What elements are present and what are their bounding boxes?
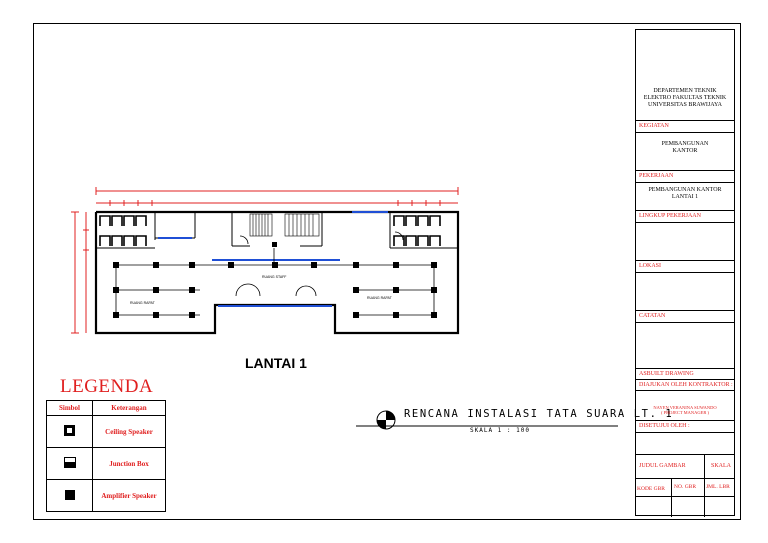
drawing-sheet-border	[33, 23, 741, 520]
catatan-label: CATATAN	[636, 310, 734, 322]
skala-label: SKALA	[710, 463, 731, 469]
pekerjaan-value: PEMBANGUNAN KANTOR LANTAI 1	[636, 182, 734, 210]
legend-table: Simbol Keterangan Ceiling Speaker Juncti…	[46, 400, 166, 512]
legend-item-label: Ceiling Speaker	[92, 415, 166, 448]
drawing-caption: RENCANA INSTALASI TATA SUARA LT. 1	[404, 408, 674, 420]
pekerjaan-label: PEKERJAAN	[636, 170, 734, 182]
title-block: DEPARTEMEN TEKNIK ELEKTRO FAKULTAS TEKNI…	[635, 29, 735, 517]
legend-item-label: Amplifier Speaker	[92, 479, 166, 512]
kegiatan-value: PEMBANGUNAN KANTOR	[636, 132, 734, 170]
institution-name: DEPARTEMEN TEKNIK ELEKTRO FAKULTAS TEKNI…	[643, 88, 727, 108]
legend-title: LEGENDA	[60, 376, 154, 397]
contractor-name: NAYEN VERANINA SUWANDO	[653, 405, 717, 410]
ceiling-speaker-icon	[64, 425, 75, 436]
judul-label: JUDUL GAMBAR	[639, 463, 686, 469]
jml-label: JML. LBR	[706, 484, 730, 490]
nogbr-label: NO. GBR	[674, 484, 697, 490]
amplifier-speaker-icon	[64, 489, 75, 500]
toilet-cubicles	[99, 215, 441, 246]
exterior-walls	[94, 210, 460, 335]
lingkup-label: LINGKUP PEKERJAAN	[636, 210, 734, 222]
kode-label: KODE GBR	[637, 486, 665, 492]
room-label-left: RUANG RAPAT	[130, 301, 156, 305]
legend-header-symbol: Simbol	[46, 400, 93, 416]
ceiling-speakers	[113, 242, 437, 318]
disetujui-label: DISETUJUI OLEH :	[636, 420, 734, 432]
blue-wall-lines	[158, 211, 388, 307]
section-marker-icon	[376, 410, 396, 430]
doors	[235, 231, 404, 297]
asbuilt-label: ASBUILT DRAWING	[636, 368, 734, 379]
staircase	[249, 213, 320, 237]
dimension-ticks	[83, 200, 441, 251]
floor-title: LANTAI 1	[245, 355, 307, 371]
room-label-center: RUANG STAFF	[262, 275, 286, 279]
lokasi-label: LOKASI	[636, 260, 734, 272]
contractor-role: ( PROJECT MANAGER )	[660, 410, 710, 415]
room-label-right: RUANG RAPAT	[367, 296, 393, 300]
legend-item-label: Junction Box	[92, 447, 166, 480]
interior-walls	[96, 212, 458, 249]
legend-header-desc: Keterangan	[92, 400, 166, 416]
diajukan-label: DIAJUKAN OLEH KONTRAKTOR :	[636, 379, 734, 390]
junction-box-icon	[63, 457, 76, 468]
kegiatan-label: KEGIATAN	[636, 120, 734, 132]
drawing-scale: SKALA 1 : 100	[470, 427, 530, 434]
